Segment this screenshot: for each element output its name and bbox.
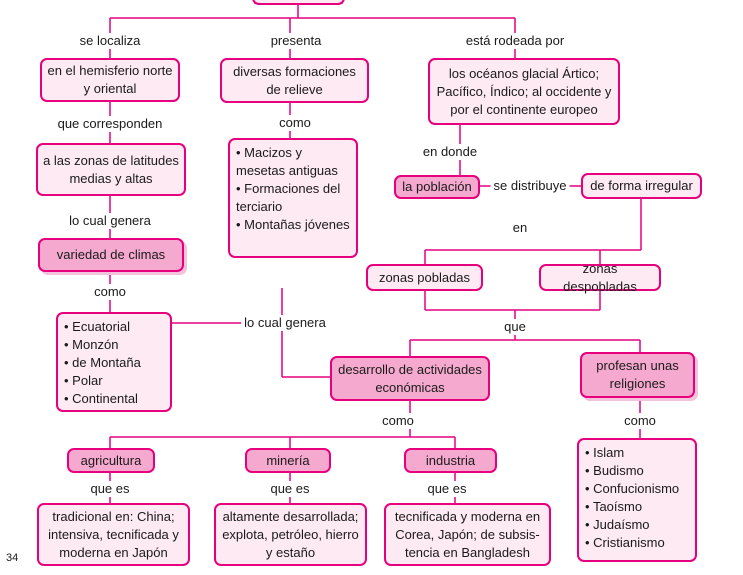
concept-oceanos: los océanos glacial Ártico; Pacífico, Ín…: [428, 58, 620, 125]
list-item: Judaísmo: [585, 516, 689, 534]
concept-climas-list: Ecuatorial Monzón de Montaña Polar Conti…: [56, 312, 172, 412]
concept-zonas-despobladas: zonas despobladas: [539, 261, 661, 294]
list-item: Islam: [585, 444, 689, 462]
link-que-es-industria: que es: [424, 481, 470, 497]
list-item: Macizos y mesetas antiguas: [236, 144, 350, 180]
list-item: Montañas jóvenes: [236, 216, 350, 234]
link-como-relieve: como: [276, 115, 314, 131]
link-que-es-agricultura: que es: [87, 481, 133, 497]
root-concept-box: [252, 0, 345, 5]
concept-latitudes: a las zonas de latitudes medias y altas: [36, 143, 186, 196]
concept-poblacion: la población: [394, 175, 480, 199]
link-se-distribuye: se distribuye: [490, 178, 570, 194]
concept-desarrollo: desarrollo de actividades económicas: [330, 356, 490, 401]
page-number: 34: [6, 552, 19, 564]
link-como-religiones: como: [621, 413, 659, 429]
concept-agricultura: agricultura: [67, 448, 155, 473]
list-item: Polar: [64, 372, 164, 390]
concept-hemisferio: en el hemisferio norte y oriental: [40, 58, 180, 102]
link-corresponden: que corresponden: [54, 116, 166, 132]
link-que: que: [501, 319, 529, 335]
link-genera-actividades: lo cual genera: [241, 315, 329, 331]
concept-agricultura-desc: tradicional en: China; intensiva, tecnif…: [37, 503, 190, 566]
concept-relieve-list: Macizos y mesetas antiguas Formaciones d…: [228, 138, 358, 258]
concept-latitudes-text: a las zonas de latitudes medias y altas: [43, 152, 179, 186]
concept-religiones: profesan unas religiones: [580, 352, 695, 398]
concept-zonas-pobladas: zonas pobladas: [366, 264, 483, 291]
concept-climas: variedad de climas: [38, 238, 184, 272]
concept-industria: industria: [404, 448, 497, 473]
link-como-actividades: como: [379, 413, 417, 429]
list-item: Taoísmo: [585, 498, 689, 516]
concept-relieve: diversas formaciones de relieve: [220, 58, 369, 103]
link-se-localiza: se localiza: [76, 33, 144, 49]
concept-religiones-list: Islam Budismo Confucionismo Taoísmo Juda…: [577, 438, 697, 562]
link-genera-climas: lo cual genera: [66, 213, 154, 229]
link-que-es-mineria: que es: [267, 481, 313, 497]
list-item: Continental: [64, 390, 164, 408]
list-item: Monzón: [64, 336, 164, 354]
list-item: Ecuatorial: [64, 318, 164, 336]
concept-mineria-desc: altamente desarrollada; explota, petróle…: [214, 503, 367, 566]
link-en-donde: en donde: [419, 144, 481, 160]
list-item: Budismo: [585, 462, 689, 480]
list-item: de Montaña: [64, 354, 164, 372]
list-item: Confucionismo: [585, 480, 689, 498]
link-rodeada: está rodeada por: [462, 33, 568, 49]
list-item: Cristianismo: [585, 534, 689, 552]
concept-irregular: de forma irregular: [581, 173, 702, 199]
link-en: en: [509, 220, 531, 236]
concept-industria-desc: tecnificada y moderna en Corea, Japón; d…: [384, 503, 551, 566]
concept-mineria: minería: [245, 448, 331, 473]
list-item: Formaciones del terciario: [236, 180, 350, 216]
link-como-climas: como: [91, 284, 129, 300]
link-presenta: presenta: [267, 33, 325, 49]
